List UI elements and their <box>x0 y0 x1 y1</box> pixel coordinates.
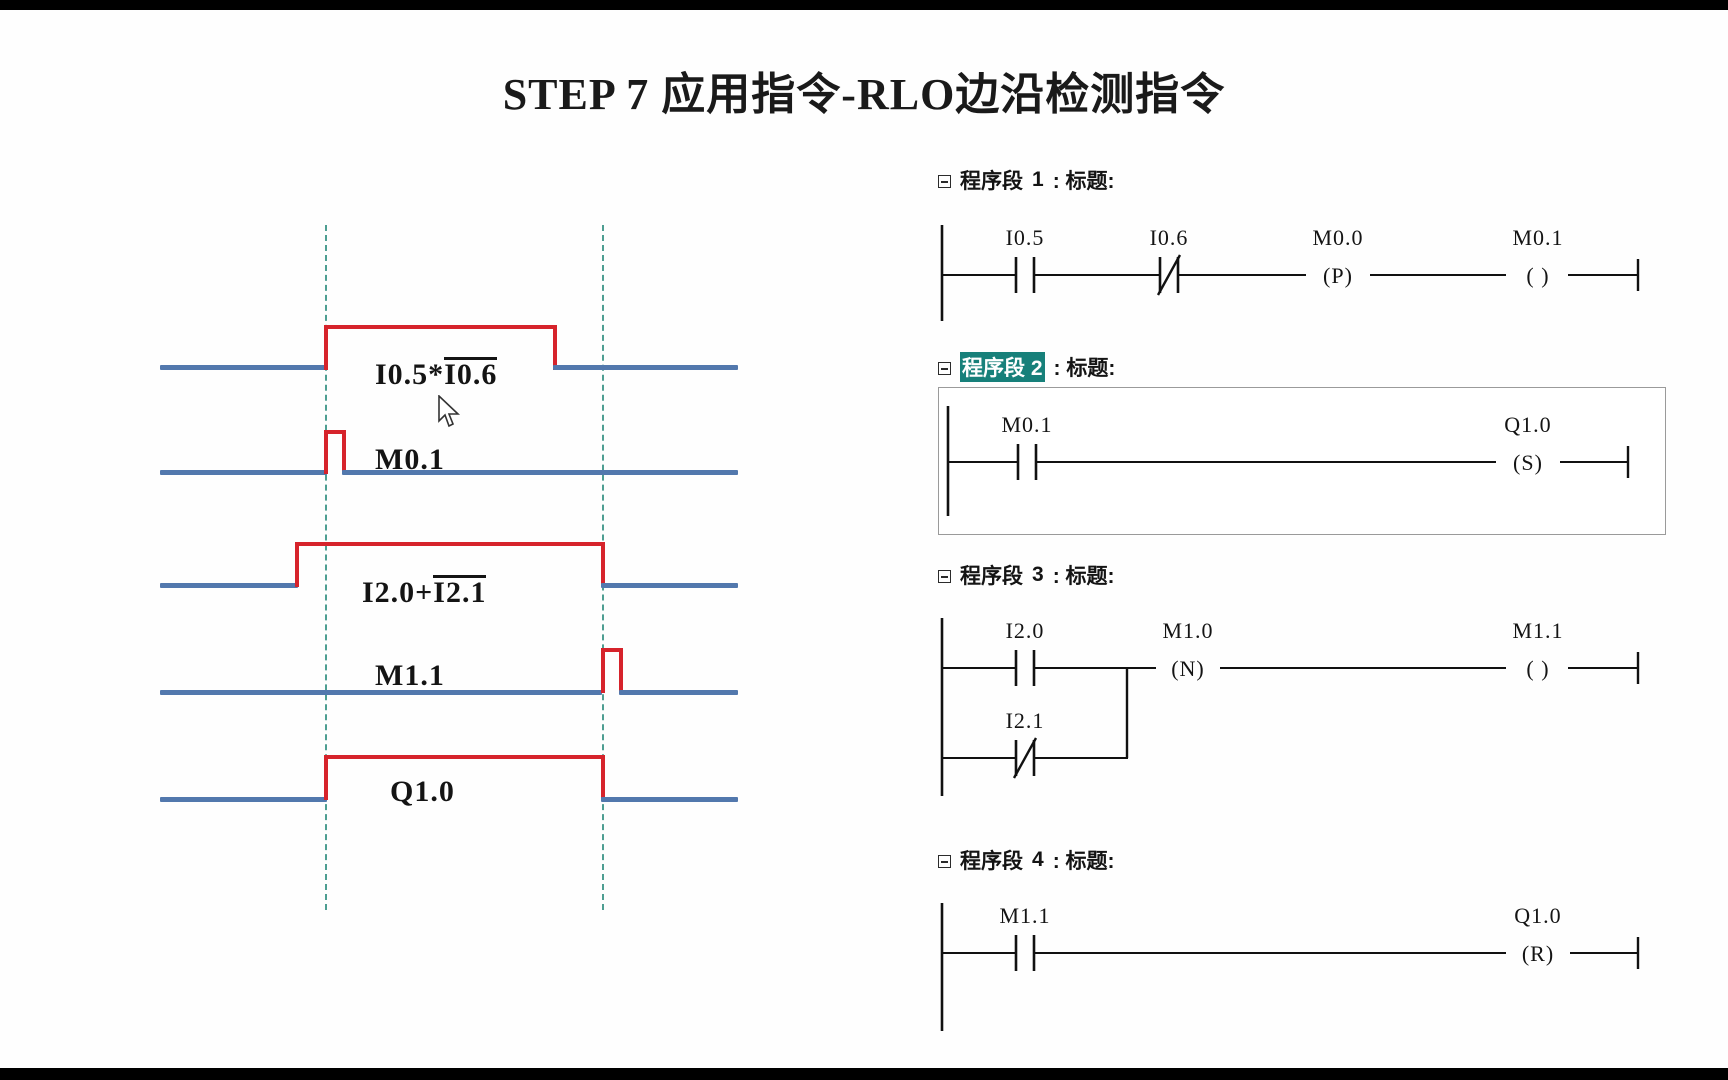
network-2-number: 2 <box>1030 357 1043 380</box>
wave4-baseline-right <box>619 690 738 695</box>
network-2-label-suffix: : 标题: <box>1053 357 1116 380</box>
network-2-coil-text: (S) <box>1513 450 1543 475</box>
network-3-operand-2: I2.1 <box>1006 708 1045 733</box>
mouse-cursor-icon <box>438 395 461 428</box>
network-2-header[interactable]: 程序段 2 : 标题: <box>938 352 1115 382</box>
network-3-operand-3: M1.0 <box>1162 618 1213 643</box>
ladder-program-panel: 程序段 1 : 标题: (P) <box>938 165 1678 1055</box>
network-2-rung[interactable]: (S) M0.1 Q1.0 <box>938 400 1678 520</box>
network-2-operand-1: M0.1 <box>1001 412 1052 437</box>
slide-page: STEP 7 应用指令-RLO边沿检测指令 I0.5*I0.6 M0.1 <box>0 10 1728 1068</box>
network-1-label-suffix: : 标题: <box>1052 170 1115 193</box>
waveform-track-2: M0.1 <box>150 225 750 476</box>
wave5-falling-edge <box>601 755 605 800</box>
network-4-header[interactable]: 程序段 4 : 标题: <box>938 845 1115 875</box>
video-letterbox-top <box>0 0 1728 10</box>
network-1-header[interactable]: 程序段 1 : 标题: <box>938 165 1115 195</box>
network-4-diagram: (R) M1.1 Q1.0 <box>940 903 1640 1031</box>
wave5-label: Q1.0 <box>390 775 455 808</box>
wave1-high-level <box>324 325 557 329</box>
network-1-coil-3-text: (P) <box>1323 263 1353 288</box>
video-letterbox-bottom <box>0 1068 1728 1080</box>
timing-diagram: I0.5*I0.6 M0.1 I2.0+I2.1 <box>150 225 790 925</box>
wave3-label-pre: I2.0+ <box>362 576 434 609</box>
collapse-minus-icon[interactable] <box>938 361 951 375</box>
network-1-coil-4-text: ( ) <box>1526 263 1549 288</box>
wave1-label-overline: I0.6 <box>444 357 498 391</box>
network-1-operand-4: M0.1 <box>1512 225 1563 250</box>
wave5-baseline-left <box>160 797 327 802</box>
waveform-track-1: I0.5*I0.6 <box>150 225 750 428</box>
network-4-label-suffix: : 标题: <box>1052 850 1115 873</box>
network-1-diagram: (P) ( ) I0.5 I0.6 M0.0 M0.1 <box>940 225 1640 321</box>
wave3-label: I2.0+I2.1 <box>362 575 487 610</box>
wave3-falling-edge <box>601 542 605 587</box>
network-4-operand-1: M1.1 <box>999 903 1050 928</box>
network-4-operand-2: Q1.0 <box>1514 903 1561 928</box>
wave2-rising-edge <box>324 430 328 474</box>
network-3-operand-1: I2.0 <box>1006 618 1045 643</box>
wave4-label: M1.1 <box>375 659 445 692</box>
wave1-baseline-left <box>160 365 327 370</box>
wave1-falling-edge <box>553 325 557 370</box>
network-3-diagram: (N) ( ) I2.0 I2.1 M1.0 M1.1 <box>940 618 1640 796</box>
network-4-label-prefix: 程序段 <box>960 850 1023 873</box>
wave3-high-level <box>295 542 605 546</box>
wave2-falling-edge <box>342 430 346 474</box>
network-3-rung[interactable]: (N) ( ) I2.0 I2.1 M1.0 M1.1 <box>938 610 1678 800</box>
network-1-number: 1 <box>1032 168 1044 191</box>
network-2-diagram: (S) M0.1 Q1.0 <box>946 406 1630 516</box>
wave5-baseline-right <box>601 797 738 802</box>
wave4-rising-edge <box>601 648 605 693</box>
wave2-baseline-right <box>342 470 738 475</box>
network-4-rung[interactable]: (R) M1.1 Q1.0 <box>938 895 1678 1035</box>
collapse-minus-icon[interactable] <box>938 854 951 868</box>
wave2-baseline-left <box>160 470 327 475</box>
network-3-coil-4-text: ( ) <box>1526 656 1549 681</box>
wave3-baseline-left <box>160 583 298 588</box>
waveform-track-5: Q1.0 <box>150 225 750 808</box>
wave5-high-level <box>324 755 605 759</box>
network-3-header[interactable]: 程序段 3 : 标题: <box>938 560 1115 590</box>
wave1-baseline-right <box>553 365 738 370</box>
edge-marker-line-1 <box>325 225 327 910</box>
page-title: STEP 7 应用指令-RLO边沿检测指令 <box>502 70 1226 119</box>
wave4-falling-edge <box>619 648 623 693</box>
wave4-baseline-left <box>160 690 602 695</box>
network-1-operand-1: I0.5 <box>1006 225 1045 250</box>
waveform-track-4: M1.1 <box>150 225 750 695</box>
collapse-minus-icon[interactable] <box>938 174 951 188</box>
network-3-coil-3-text: (N) <box>1171 656 1205 681</box>
wave3-baseline-right <box>601 583 738 588</box>
wave1-rising-edge <box>324 325 328 370</box>
network-1-operand-3: M0.0 <box>1312 225 1363 250</box>
wave4-high-level <box>601 648 623 652</box>
network-3-label-suffix: : 标题: <box>1052 565 1115 588</box>
network-3-operand-4: M1.1 <box>1512 618 1563 643</box>
wave1-label: I0.5*I0.6 <box>375 357 498 392</box>
wave5-rising-edge <box>324 755 328 800</box>
wave2-high-level <box>324 430 346 434</box>
network-1-operand-2: I0.6 <box>1150 225 1189 250</box>
network-2-label-prefix: 程序段 <box>962 357 1025 380</box>
network-1-rung[interactable]: (P) ( ) I0.5 I0.6 M0.0 M0.1 <box>938 217 1678 327</box>
network-4-number: 4 <box>1032 848 1044 871</box>
network-3-label-prefix: 程序段 <box>960 565 1023 588</box>
network-2-operand-2: Q1.0 <box>1504 412 1551 437</box>
wave3-rising-edge <box>295 542 299 587</box>
network-3-number: 3 <box>1032 563 1044 586</box>
network-4-coil-text: (R) <box>1522 941 1554 966</box>
collapse-minus-icon[interactable] <box>938 569 951 583</box>
network-1-label-prefix: 程序段 <box>960 170 1023 193</box>
wave1-label-pre: I0.5* <box>375 358 445 391</box>
wave3-label-overline: I2.1 <box>433 575 487 609</box>
waveform-track-3: I2.0+I2.1 <box>150 225 750 609</box>
network-2-label-highlight: 程序段 2 <box>960 352 1045 382</box>
wave2-label: M0.1 <box>375 443 445 476</box>
